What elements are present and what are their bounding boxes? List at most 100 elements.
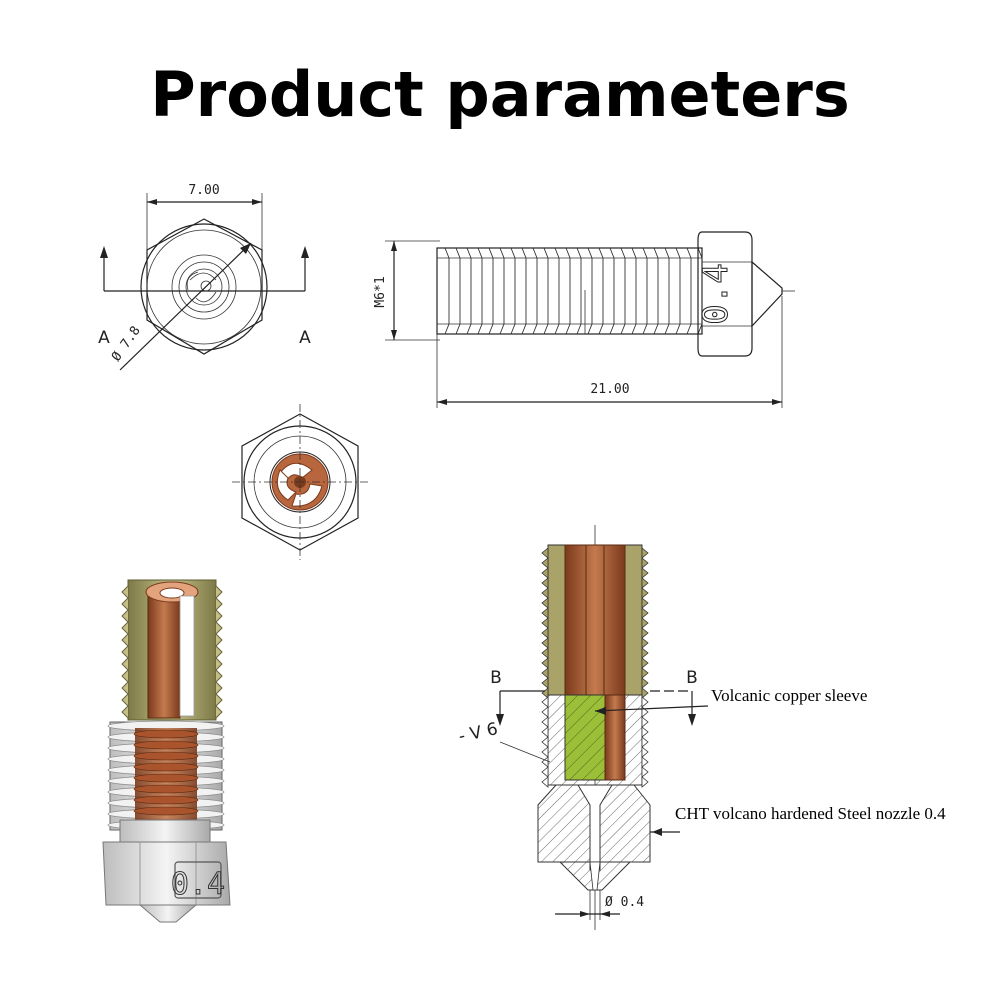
bottom-view bbox=[232, 404, 368, 560]
section-thread-tooth bbox=[641, 677, 649, 689]
olive-ridge bbox=[121, 621, 223, 635]
olive-ridge bbox=[121, 645, 223, 659]
section-thread-tooth bbox=[541, 746, 549, 758]
thread-line bbox=[477, 247, 483, 335]
section-thread-tooth bbox=[641, 607, 649, 619]
thread-line bbox=[532, 247, 538, 335]
section-thread-tooth bbox=[641, 557, 649, 569]
section-thread-tooth bbox=[541, 557, 549, 569]
olive-ridge bbox=[121, 705, 223, 719]
olive-ridge bbox=[121, 633, 223, 647]
thread-line bbox=[554, 247, 560, 335]
thread-line bbox=[543, 247, 549, 335]
copper-ridge bbox=[133, 806, 199, 816]
section-thread-tooth bbox=[641, 766, 649, 778]
section-thread-tooth bbox=[641, 726, 649, 738]
thread-line bbox=[642, 247, 648, 335]
copper-ridge bbox=[133, 762, 199, 772]
olive-ridge bbox=[121, 609, 223, 623]
hex-width-label: 7.00 bbox=[188, 183, 219, 198]
copper-ridge bbox=[133, 740, 199, 750]
section-thread-tooth bbox=[541, 617, 549, 629]
section-thread-tooth bbox=[541, 597, 549, 609]
section-thread-tooth bbox=[541, 577, 549, 589]
section-thread-tooth bbox=[541, 756, 549, 768]
olive-ridge bbox=[121, 657, 223, 671]
section-thread-tooth bbox=[541, 647, 549, 659]
thread-line bbox=[620, 247, 626, 335]
section-thread-tooth bbox=[541, 736, 549, 748]
thread-line bbox=[609, 247, 615, 335]
section-thread-tooth bbox=[541, 687, 549, 699]
front-view: 7.00 A A Ø 7.8 bbox=[98, 183, 311, 371]
thread-line bbox=[466, 247, 472, 335]
copper-sleeve-label: Volcanic copper sleeve bbox=[711, 686, 867, 705]
olive-ridge bbox=[121, 585, 223, 599]
side-engraving: 0.4 bbox=[696, 263, 736, 324]
section-thread-tooth bbox=[641, 657, 649, 669]
copper-ridge bbox=[133, 729, 199, 739]
olive-ridge bbox=[121, 693, 223, 707]
side-view: M6*1 0.4 21.00 bbox=[373, 231, 795, 408]
section-thread-tooth bbox=[641, 647, 649, 659]
section-thread-tooth bbox=[641, 577, 649, 589]
section-thread-tooth bbox=[641, 716, 649, 728]
section-thread-tooth bbox=[541, 667, 549, 679]
thread-label: M6*1 bbox=[373, 276, 388, 307]
section-view: B B - V 6 Volcanic copper sleeve CHT vol… bbox=[457, 525, 946, 930]
section-thread-tooth bbox=[641, 617, 649, 629]
thread-line bbox=[565, 247, 571, 335]
section-thread-tooth bbox=[641, 637, 649, 649]
section-thread-tooth bbox=[641, 547, 649, 559]
section-thread-tooth bbox=[641, 746, 649, 758]
thread-line bbox=[444, 247, 450, 335]
section-thread-tooth bbox=[541, 716, 549, 728]
section-thread-tooth bbox=[641, 696, 649, 708]
section-a-right: A bbox=[299, 328, 311, 348]
thread-line bbox=[631, 247, 637, 335]
section-thread-tooth bbox=[541, 706, 549, 718]
section-thread-tooth bbox=[641, 587, 649, 599]
section-thread-tooth bbox=[641, 756, 649, 768]
section-thread-tooth bbox=[541, 567, 549, 579]
thread-line bbox=[686, 247, 692, 335]
hex-diameter-label: Ø 7.8 bbox=[109, 324, 144, 365]
cutaway-render: 0.4 bbox=[102, 579, 231, 923]
thread-mark: - V 6 bbox=[457, 719, 500, 747]
olive-ridge bbox=[121, 669, 223, 683]
section-thread-tooth bbox=[641, 736, 649, 748]
section-thread-tooth bbox=[541, 677, 549, 689]
section-thread-tooth bbox=[641, 667, 649, 679]
thread-line bbox=[488, 247, 494, 335]
section-thread-tooth bbox=[641, 776, 649, 788]
copper-ridge bbox=[133, 751, 199, 761]
section-thread-tooth bbox=[641, 687, 649, 699]
thread-line bbox=[697, 247, 703, 335]
section-b-right: B bbox=[686, 668, 698, 688]
copper-ridge bbox=[133, 784, 199, 794]
thread-line bbox=[653, 247, 659, 335]
length-label: 21.00 bbox=[590, 382, 629, 397]
copper-ridge bbox=[133, 795, 199, 805]
section-thread-tooth bbox=[541, 587, 549, 599]
section-b-left: B bbox=[490, 668, 502, 688]
page-title: Product parameters bbox=[150, 58, 850, 131]
section-thread-tooth bbox=[541, 637, 549, 649]
thread-line bbox=[587, 247, 593, 335]
thread-line bbox=[576, 247, 582, 335]
nozzle-hole-label: Ø 0.4 bbox=[605, 895, 644, 910]
thread-lines bbox=[444, 247, 703, 335]
olive-ridge bbox=[121, 597, 223, 611]
copper-ridge bbox=[133, 773, 199, 783]
section-thread-tooth bbox=[541, 607, 549, 619]
section-thread-tooth bbox=[541, 627, 549, 639]
section-thread-tooth bbox=[541, 696, 549, 708]
section-thread-tooth bbox=[641, 597, 649, 609]
section-thread-tooth bbox=[541, 776, 549, 788]
thread-line bbox=[499, 247, 505, 335]
olive-ridge bbox=[121, 681, 223, 695]
section-thread-tooth bbox=[641, 706, 649, 718]
thread-line bbox=[510, 247, 516, 335]
thread-line bbox=[675, 247, 681, 335]
